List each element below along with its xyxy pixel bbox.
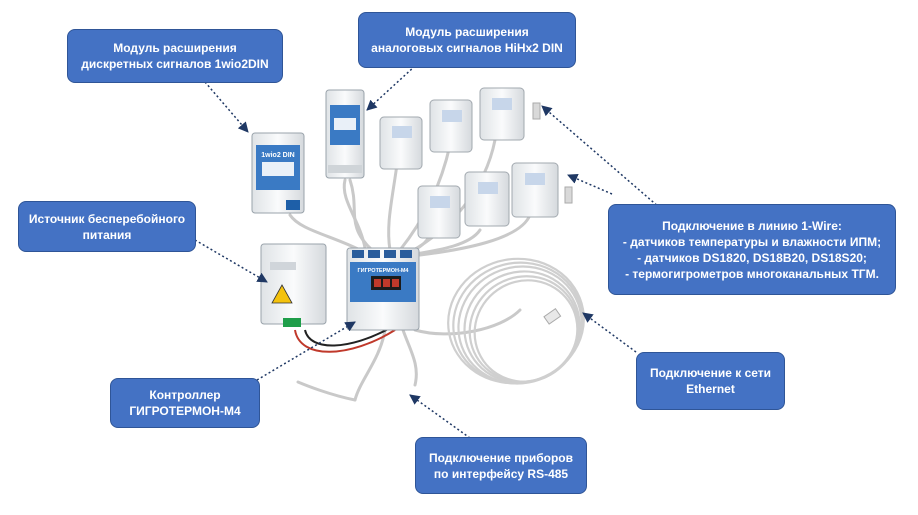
arrow-to-ups <box>194 239 268 283</box>
arrow-to-sensors-top <box>541 105 661 209</box>
arrow-to-sensors-mid <box>567 173 613 195</box>
pointer-arrows <box>194 65 661 439</box>
controller-device-label: ГИГРОТЕРМОН-М4 <box>358 268 410 274</box>
arrow-to-hihx2 <box>366 65 416 111</box>
module-1wio2din-label: 1wio2 DIN <box>261 152 294 159</box>
ethernet-cable-coil <box>447 257 585 385</box>
module-1wio2din: 1wio2 DIN <box>251 132 305 214</box>
callout-ups: Источник бесперебойного питания <box>18 201 196 252</box>
sensors-1wire <box>379 87 573 239</box>
arrow-to-rs485 <box>409 394 471 439</box>
callout-controller: Контроллер ГИГРОТЕРМОН-М4 <box>110 378 260 428</box>
callout-expander-discrete: Модуль расширения дискретных сигналов 1w… <box>67 29 283 83</box>
arrow-to-ethernet <box>582 312 637 353</box>
arrow-to-controller <box>256 321 356 381</box>
callout-rs485: Подключение приборов по интерфейсу RS-48… <box>415 437 587 494</box>
module-hihx2-din <box>325 89 365 179</box>
callout-ethernet: Подключение к сети Ethernet <box>636 352 785 410</box>
rj45-plug <box>543 308 562 325</box>
callout-one-wire: Подключение в линию 1-Wire: - датчиков т… <box>608 204 896 295</box>
power-wire-black <box>304 327 391 347</box>
ups-device <box>260 243 327 327</box>
power-wire-red <box>294 329 396 353</box>
arrow-to-1wio2din <box>204 81 249 133</box>
callout-expander-analog: Модуль расширения аналоговых сигналов Hi… <box>358 12 576 68</box>
controller-device: ГИГРОТЕРМОН-М4 <box>346 247 420 331</box>
